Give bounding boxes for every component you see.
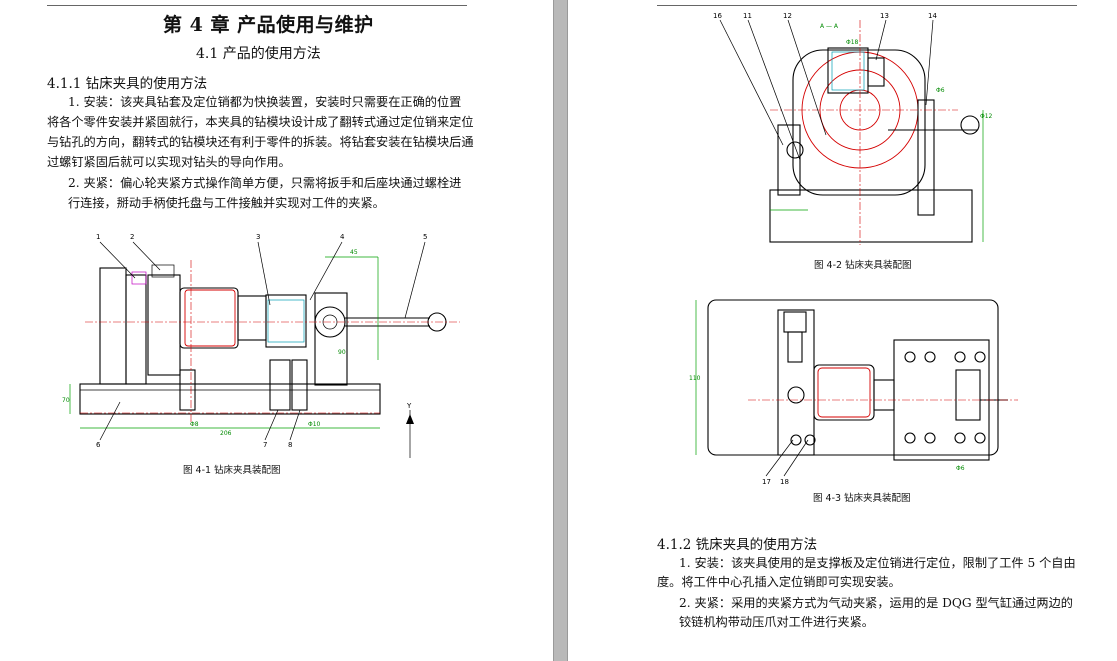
- callout-8: 8: [288, 441, 292, 449]
- fig3-dim-phi6: Φ6: [956, 465, 965, 472]
- callout-16: 16: [713, 12, 722, 20]
- chapter-title: 第 4 章 产品使用与维护: [163, 14, 374, 36]
- dim-phi8: Φ8: [190, 421, 199, 428]
- axis-y-label: Y: [406, 402, 412, 410]
- callout-4: 4: [340, 233, 345, 241]
- fig2-dim-phi18: Φ18: [846, 39, 859, 46]
- figure-4-2-caption: 图 4-2 钻床夹具装配图: [814, 260, 912, 271]
- para1-line1: 1. 安装：该夹具钻套及定位销都为快换装置，安装时只需要在正确的位置: [68, 95, 462, 109]
- mill-para2-line1: 2. 夹紧：采用的夹紧方式为气动夹紧，运用的是 DQG 型气缸通过两边的: [679, 596, 1073, 610]
- para1-line3: 与钻孔的方向，翻转式的钻模块还有利于零件的拆装。将钻套安装在钻模块后通: [47, 135, 474, 149]
- subsection-title-mill: 4.1.2 铣床夹具的使用方法: [657, 537, 818, 553]
- fig2-dim-phi6: Φ6: [936, 87, 945, 94]
- callout-1: 1: [96, 233, 100, 241]
- mill-para1-line1: 1. 安装：该夹具使用的是支撑板及定位销进行定位，限制了工件 5 个自由: [679, 556, 1076, 570]
- figure-4-1-drawing: 206 45 90 Φ8 Φ10 70 1 2 3 4 5 6 7 8 Y: [62, 233, 460, 458]
- dim-phi10: Φ10: [308, 421, 321, 428]
- figure-4-1-caption: 图 4-1 钻床夹具装配图: [183, 465, 281, 476]
- page-gutter: [553, 0, 568, 661]
- mill-para2-line2: 铰链机构带动压爪对工件进行夹紧。: [679, 615, 874, 629]
- fig2-section-label: A — A: [820, 23, 839, 30]
- figure-4-2-drawing: A — A Φ18 Φ6 Φ12 16 11 12 13 14: [713, 12, 993, 245]
- callout-3: 3: [256, 233, 260, 241]
- section-title: 4.1 产品的使用方法: [196, 46, 321, 62]
- callout-18: 18: [780, 478, 789, 485]
- para1-line2: 将各个零件安装并紧固就行，本夹具的钻模块设计成了翻转式通过定位销来定位: [47, 115, 474, 129]
- callout-12: 12: [783, 12, 792, 20]
- figure-4-3-drawing: 110 Φ6 17 18: [689, 299, 1018, 485]
- document-page-right: A — A Φ18 Φ6 Φ12 16 11 12 13 14 图 4-2 钻床…: [568, 0, 1117, 661]
- callout-7: 7: [263, 441, 267, 449]
- dim-70: 70: [62, 397, 70, 404]
- subsection-title-drill: 4.1.1 钻床夹具的使用方法: [47, 76, 208, 92]
- callout-14: 14: [928, 12, 937, 20]
- axis-arrow-icon: [406, 414, 414, 424]
- mill-para1-line2: 度。将工件中心孔插入定位销即可实现安装。: [657, 575, 901, 589]
- fig2-dim-phi12: Φ12: [980, 113, 993, 120]
- callout-17: 17: [762, 478, 771, 485]
- para2-line1: 2. 夹紧：偏心轮夹紧方式操作简单方便，只需将扳手和后座块通过螺栓进: [68, 176, 462, 190]
- callout-6: 6: [96, 441, 101, 449]
- callout-13: 13: [880, 12, 889, 20]
- page-header-rule: [47, 5, 467, 6]
- callout-5: 5: [423, 233, 427, 241]
- para1-line4: 过螺钉紧固后就可以实现对钻头的导向作用。: [47, 155, 291, 169]
- dim-206: 206: [220, 430, 232, 437]
- dim-45: 45: [350, 249, 358, 256]
- callout-11: 11: [743, 12, 752, 20]
- callout-2: 2: [130, 233, 134, 241]
- para2-line2: 行连接，掰动手柄使托盘与工件接触并实现对工件的夹紧。: [68, 196, 385, 210]
- page-header-rule: [657, 5, 1077, 6]
- fig3-dim-110: 110: [689, 375, 701, 382]
- figure-4-3-caption: 图 4-3 钻床夹具装配图: [813, 493, 911, 504]
- dim-90: 90: [338, 349, 346, 356]
- document-page-left: 第 4 章 产品使用与维护 4.1 产品的使用方法 4.1.1 钻床夹具的使用方…: [0, 0, 553, 661]
